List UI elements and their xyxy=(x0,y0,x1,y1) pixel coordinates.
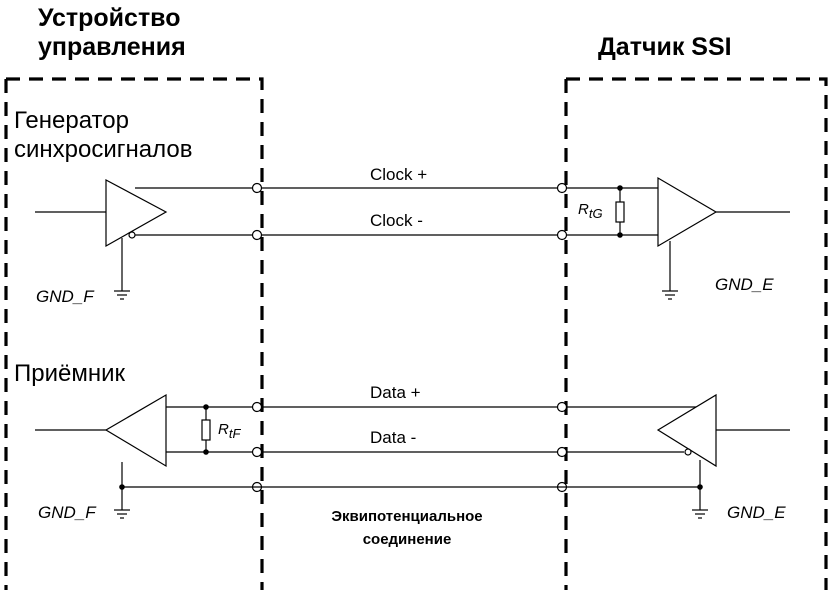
gnd-f-top-label: GND_F xyxy=(36,287,95,306)
sensor-terminal-data-minus xyxy=(556,446,568,458)
sensor-terminal-data-plus xyxy=(556,401,568,413)
sensor-terminal-clock-plus xyxy=(556,182,568,194)
data-plus-label: Data + xyxy=(370,383,421,402)
rtf-label-sub: tF xyxy=(229,426,242,441)
rtf-label-main: R xyxy=(218,421,229,438)
sensor-data-driver-inverted-output xyxy=(684,448,692,456)
controller-terminal-clock-minus xyxy=(251,229,263,241)
rtg-label: RtG xyxy=(578,201,603,221)
sensor-title: Датчик SSI xyxy=(598,33,732,61)
clock-minus-label: Clock - xyxy=(370,211,423,230)
data-receiver-triangle xyxy=(104,393,167,468)
equipotential-label-line1: Эквипотенциальное xyxy=(331,508,482,525)
equipotential-label-line2: соединение xyxy=(363,531,452,548)
sensor-boundary-box xyxy=(564,77,828,590)
sensor-clock-receiver-triangle xyxy=(657,176,718,248)
clock-plus-label: Clock + xyxy=(370,165,427,184)
rtf-label: RtF xyxy=(218,421,241,441)
clock-driver-inverted-output xyxy=(128,231,136,239)
controller-terminal-clock-plus xyxy=(251,182,263,194)
clock-driver-triangle xyxy=(105,179,168,248)
gnd-e-bottom-label: GND_E xyxy=(727,503,786,522)
receiver-label: Приёмник xyxy=(14,360,126,387)
rtg-resistor xyxy=(615,201,625,223)
rtg-label-main: R xyxy=(578,201,589,218)
controller-title-line1: Устройство xyxy=(38,4,181,32)
rtf-resistor xyxy=(201,419,211,441)
sensor-terminal-clock-minus xyxy=(556,229,568,241)
data-minus-label: Data - xyxy=(370,428,416,447)
clock-generator-label-line2: синхросигналов xyxy=(14,136,193,163)
controller-terminal-data-minus xyxy=(251,446,263,458)
gnd-e-top-label: GND_E xyxy=(715,275,774,294)
rtg-label-sub: tG xyxy=(589,206,603,221)
controller-title-line2: управления xyxy=(38,33,186,61)
clock-generator-label-line1: Генератор xyxy=(14,107,129,134)
controller-boundary-box xyxy=(4,77,264,590)
gnd-f-bottom-label: GND_F xyxy=(38,503,97,522)
controller-terminal-data-plus xyxy=(251,401,263,413)
